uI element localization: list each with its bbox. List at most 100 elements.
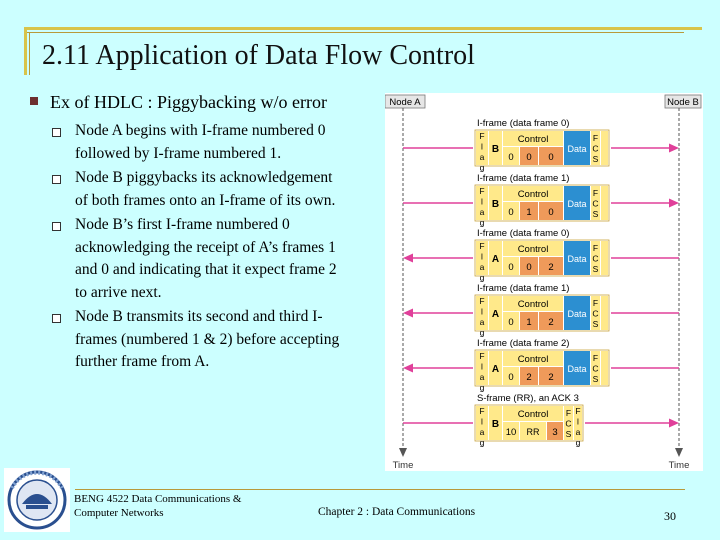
title-rule — [24, 27, 702, 30]
time-label-b: Time — [669, 460, 690, 471]
data-field — [564, 241, 590, 275]
type-bit: 0 — [508, 317, 513, 328]
control-label: Control — [518, 134, 549, 145]
ns-field — [520, 367, 538, 385]
frame-caption: I-frame (data frame 1) — [477, 283, 569, 294]
frame-caption: I-frame (data frame 0) — [477, 228, 569, 239]
footer-course-line-2: Computer Networks — [74, 507, 164, 519]
fcs-letter: C — [592, 254, 598, 264]
address-field — [489, 131, 502, 165]
nr-field — [539, 202, 563, 220]
sframe-flag-letter: F — [479, 406, 484, 416]
type-bit: 0 — [508, 372, 513, 383]
flag-letter: g — [480, 163, 485, 173]
sframe-fcs-letter: C — [565, 419, 571, 429]
sframe-fcs-field — [564, 406, 573, 440]
control-type-bit — [503, 257, 519, 275]
nr-field — [539, 367, 563, 385]
fcs-letter: F — [593, 243, 598, 253]
sframe-code: RR — [527, 427, 540, 437]
type-bit: 0 — [508, 262, 513, 273]
frame-arrow-head — [403, 253, 413, 263]
frame-arrow-head — [669, 143, 679, 153]
address-field — [489, 296, 502, 330]
flag-letter: a — [480, 207, 485, 217]
fcs-field — [591, 351, 600, 385]
nr-field — [539, 312, 563, 330]
ns-value: 1 — [526, 317, 531, 328]
data-field — [564, 351, 590, 385]
flag-field — [476, 296, 488, 330]
node-a-box — [384, 94, 426, 109]
control-header — [503, 131, 563, 146]
flag-letter: F — [479, 296, 484, 306]
frame-caption: I-frame (data frame 1) — [477, 173, 569, 184]
flag-letter: a — [480, 152, 485, 162]
fcs-letter: S — [593, 264, 599, 274]
bullet-line: and 0 and indicating that it expect fram… — [75, 261, 337, 278]
fcs-letter: C — [592, 199, 598, 209]
sub-bullet-icon — [52, 222, 62, 232]
ns-value: 1 — [526, 207, 531, 218]
end-flag-field — [601, 186, 608, 220]
node-b-time-arrow — [675, 448, 683, 457]
flag-letter: a — [480, 372, 485, 382]
address-value: A — [492, 364, 499, 375]
bullet-line: Node B transmits its second and third I- — [75, 308, 323, 325]
control-label: Control — [518, 354, 549, 365]
bullet-line: Node B piggybacks its acknowledgement — [75, 169, 333, 186]
flag-letter: F — [479, 351, 484, 361]
address-value: A — [492, 254, 499, 265]
bullet-line: frames (numbered 1 & 2) before accepting — [75, 330, 340, 348]
address-field — [489, 351, 502, 385]
fcs-letter: S — [593, 374, 599, 384]
control-type-bit — [503, 367, 519, 385]
ns-value: 0 — [526, 262, 531, 273]
type-bit: 0 — [508, 207, 513, 218]
nr-value: 0 — [548, 207, 553, 218]
flag-letter: g — [480, 218, 485, 228]
sframe-fcs-letter: S — [566, 429, 572, 439]
title-bracket — [24, 27, 27, 75]
flag-field — [476, 131, 488, 165]
frame-arrow-head — [669, 198, 679, 208]
frame-caption: I-frame (data frame 0) — [477, 118, 569, 129]
footer-course-line-1: BENG 4522 Data Communications & — [74, 493, 242, 505]
frame-arrow-head — [403, 363, 413, 373]
sframe-address: B — [492, 419, 499, 430]
sframe-flag-letter: l — [481, 417, 483, 427]
address-value: B — [492, 199, 499, 210]
fcs-field — [591, 296, 600, 330]
ns-field — [520, 257, 538, 275]
slide-title: 2.11 Application of Data Flow Control — [42, 40, 475, 71]
data-label: Data — [567, 199, 586, 209]
sframe-caption: S-frame (RR), an ACK 3 — [477, 393, 579, 404]
control-label: Control — [518, 189, 549, 200]
sframe-nr-field — [547, 422, 563, 440]
sframe-control-label: Control — [518, 409, 549, 420]
fcs-letter: F — [593, 298, 598, 308]
sframe-control-header — [503, 406, 563, 421]
frame-caption: I-frame (data frame 2) — [477, 338, 569, 349]
fcs-letter: S — [593, 209, 599, 219]
ns-field — [520, 312, 538, 330]
data-field — [564, 131, 590, 165]
nr-value: 2 — [548, 372, 553, 383]
node-a-time-arrow — [399, 448, 407, 457]
data-label: Data — [567, 309, 586, 319]
type-bit: 0 — [508, 152, 513, 163]
title-rule-inner — [24, 32, 684, 33]
sframe-flag-letter: g — [480, 438, 485, 448]
flag-letter: a — [480, 317, 485, 327]
flag-letter: F — [479, 241, 484, 251]
control-type-bit — [503, 202, 519, 220]
control-label: Control — [518, 299, 549, 310]
sub-bullet-icon — [52, 175, 62, 185]
bullet-line: of both frames onto an I-frame of its ow… — [75, 191, 336, 209]
bullet-line: to arrive next. — [75, 283, 162, 301]
sub-bullet-icon — [52, 314, 62, 324]
example-heading: Ex of HDLC : Piggybacking w/o error — [50, 92, 327, 112]
fcs-field — [591, 131, 600, 165]
